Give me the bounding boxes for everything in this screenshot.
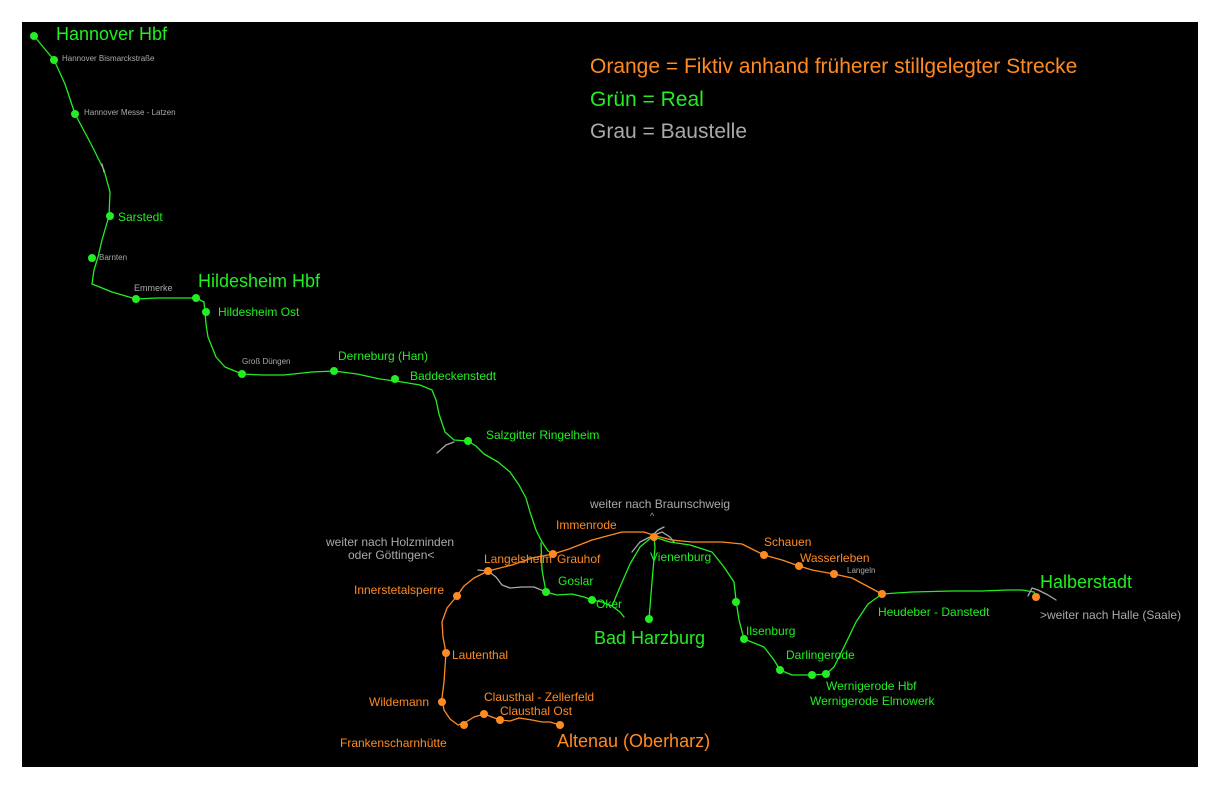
station-dot-sarstedt [106, 212, 114, 220]
label-altenau: Altenau (Oberharz) [557, 731, 711, 751]
station-dot-gross-duengen [238, 370, 246, 378]
station-dots [30, 32, 1040, 729]
label-hannover-bismarck: Hannover Bismarckstraße [62, 54, 155, 63]
station-dot-goslar [542, 588, 550, 596]
label-clausthal-zellerfeld: Clausthal - Zellerfeld [484, 690, 595, 704]
station-dot-wildemann [438, 698, 446, 706]
label-lautenthal: Lautenthal [452, 648, 509, 662]
label-oker: Oker [596, 597, 623, 611]
station-dot-heudeber [878, 590, 886, 598]
station-dot-schauen [760, 551, 768, 559]
label-gross-duengen: Groß Düngen [242, 357, 291, 366]
label-sarstedt: Sarstedt [118, 210, 163, 224]
legend-orange: Orange = Fiktiv anhand früherer stillgel… [590, 55, 1078, 78]
line-goslar-vienenburg [611, 536, 653, 607]
line-goslar-harzburg [540, 542, 625, 618]
station-dot-wernigerode-hbf [808, 671, 816, 679]
line-construction-ringelheim [436, 441, 455, 454]
station-dot-wasserleben [795, 562, 803, 570]
rail-map: Orange = Fiktiv anhand früherer stillgel… [22, 22, 1198, 767]
line-harzburg-vienenburg [648, 536, 656, 620]
note-holzminden-1: weiter nach Holzminden [326, 535, 455, 549]
label-heudeber: Heudeber - Danstedt [878, 605, 990, 619]
station-dot-halberstadt [1032, 593, 1040, 601]
line-hannover-hildesheim [33, 35, 554, 555]
label-hildesheim-ost: Hildesheim Ost [218, 305, 300, 319]
label-wasserleben: Wasserleben [800, 551, 870, 565]
station-dot-hannover-hbf [30, 32, 38, 40]
label-langelsheim: Langelsheim [484, 552, 553, 566]
station-dot-lautenthal [442, 649, 450, 657]
station-dot-baddeckenstedt [391, 375, 399, 383]
line-fictive-east [487, 531, 883, 595]
label-baddeckenstedt: Baddeckenstedt [410, 369, 497, 383]
label-vienenburg: Vienenburg [650, 550, 712, 564]
line-vienenburg-wernigerode [653, 536, 883, 676]
label-halberstadt: Halberstadt [1040, 572, 1133, 592]
note-halle: >weiter nach Halle (Saale) [1040, 608, 1182, 622]
station-dot-clausthal-zellerfeld [480, 710, 488, 718]
label-frankenscharnhuette: Frankenscharnhütte [340, 736, 447, 750]
station-dot-salzgitter-ringelheim [464, 437, 472, 445]
station-dot-ilsenburg [732, 598, 740, 606]
station-dot-frankenscharnhuette [460, 721, 468, 729]
label-hildesheim-hbf: Hildesheim Hbf [198, 271, 321, 291]
line-construction-braunschweig [631, 531, 675, 553]
station-dot-altenau [556, 721, 564, 729]
label-derneburg: Derneburg (Han) [338, 349, 429, 363]
label-hannover-messe: Hannover Messe - Latzen [84, 108, 176, 117]
label-emmerke: Emmerke [134, 283, 173, 293]
line-construction-braunschweig-2 [653, 526, 665, 535]
station-dot-darlingerode [776, 666, 784, 674]
label-goslar: Goslar [558, 574, 594, 588]
station-dot-langeln [830, 570, 838, 578]
legend-grey: Grau = Baustelle [590, 120, 748, 143]
line-heudeber-halberstadt [881, 589, 1037, 598]
note-braunschweig: weiter nach Braunschweig [590, 497, 731, 511]
label-schauen: Schauen [764, 535, 812, 549]
line-construction-hannover [101, 163, 105, 173]
station-dot-derneburg [330, 367, 338, 375]
station-dot-emmerke [132, 295, 140, 303]
label-wernigerode-elmowerk: Wernigerode Elmowerk [810, 694, 935, 708]
label-grauhof: Grauhof [557, 552, 601, 566]
station-dot-wernigerode-elmowerk [822, 670, 830, 678]
line-fictive-oberharz [441, 570, 561, 726]
label-barnten: Barnten [99, 253, 128, 262]
station-dot-hildesheim-hbf [192, 294, 200, 302]
note-braunschweig-arrow: ^ [650, 511, 655, 521]
label-immenrode: Immenrode [556, 518, 617, 532]
station-dot-hannover-messe [71, 110, 79, 118]
label-innerstetalsperre: Innerstetalsperre [354, 583, 445, 597]
station-dot-ilsenburg-2 [740, 635, 748, 643]
station-dot-langelsheim [484, 567, 492, 575]
station-dot-hannover-bismarck [50, 56, 58, 64]
label-ilsenburg: Ilsenburg [746, 624, 796, 638]
station-dot-immenrode [549, 550, 557, 558]
station-dot-innerstetalsperre [453, 592, 461, 600]
label-darlingerode: Darlingerode [786, 648, 855, 662]
label-salzgitter-ringelheim: Salzgitter Ringelheim [486, 428, 600, 442]
station-dot-barnten [88, 254, 96, 262]
label-clausthal-ost: Clausthal Ost [500, 704, 573, 718]
station-dot-clausthal-ost [496, 716, 504, 724]
station-dot-vienenburg [650, 533, 658, 541]
line-construction-halle [1027, 587, 1057, 601]
label-bad-harzburg: Bad Harzburg [594, 628, 706, 648]
station-dot-hildesheim-ost [202, 308, 210, 316]
note-holzminden-2: oder Göttingen< [348, 548, 435, 562]
label-langeln: Langeln [847, 566, 876, 575]
station-dot-bad-harzburg [645, 615, 653, 623]
station-dot-oker [588, 596, 596, 604]
legend-green: Grün = Real [590, 88, 704, 111]
label-wernigerode-hbf: Wernigerode Hbf [826, 679, 917, 693]
label-wildemann: Wildemann [369, 695, 430, 709]
rail-network-svg [30, 32, 1057, 729]
label-hannover-hbf: Hannover Hbf [56, 24, 168, 44]
